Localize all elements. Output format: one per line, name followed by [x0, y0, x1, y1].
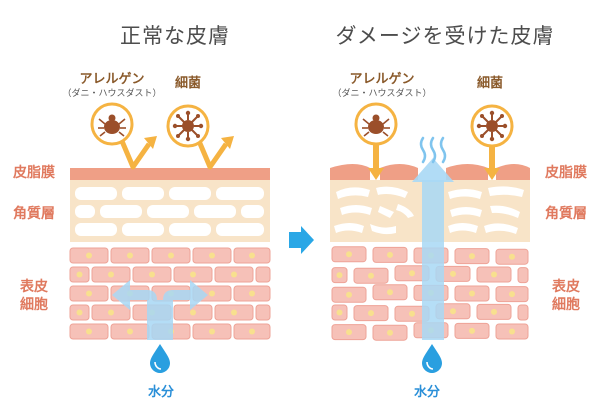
allergen-sub-label-left: （ダニ・ハウスダスト） — [62, 89, 162, 99]
cell-nucleus — [346, 291, 352, 298]
cell-nucleus — [231, 309, 237, 316]
cell-nucleus — [108, 271, 114, 278]
bacteria-icon-right — [470, 104, 514, 148]
sebum-layer-left — [70, 168, 270, 180]
water-label-right: 水分 — [414, 385, 441, 400]
cell-nucleus — [190, 309, 196, 316]
stratum-label-right: 角質層 — [545, 206, 587, 222]
cell-nucleus — [209, 252, 215, 259]
cell-nucleus — [509, 291, 515, 298]
cell-nucleus — [509, 328, 515, 335]
epidermis-label-left: 表皮 細胞 — [20, 279, 48, 313]
cell-nucleus — [249, 252, 255, 259]
sebum-label-left: 皮脂膜 — [13, 165, 55, 181]
epidermis-cell — [255, 266, 271, 283]
allergen-label-right: アレルゲン — [349, 72, 415, 87]
arrow-right-icon — [289, 226, 314, 254]
cell-nucleus — [469, 253, 475, 260]
cell-nucleus — [469, 290, 475, 297]
allergen-label-left: アレルゲン — [79, 72, 145, 87]
cell-nucleus — [76, 309, 83, 316]
title-normal-skin: 正常な皮膚 — [120, 24, 230, 48]
corneocytes-left — [75, 187, 264, 236]
damaged-skin-diagram — [330, 102, 530, 374]
cell-nucleus — [249, 290, 255, 297]
bacteria-icon-left — [166, 104, 210, 148]
cell-nucleus — [127, 328, 133, 335]
cell-nucleus — [346, 329, 352, 336]
reflect-arrow-bacteria — [193, 133, 234, 170]
sebum-label-right: 皮脂膜 — [545, 165, 587, 181]
reflect-arrow-allergen — [116, 133, 157, 170]
epidermis-cell — [255, 304, 271, 321]
cell-nucleus — [409, 270, 415, 277]
water-drop-icon-left — [149, 343, 171, 374]
penetrate-arrow-allergen — [368, 142, 384, 180]
cell-nucleus — [368, 310, 374, 317]
cell-nucleus — [168, 252, 174, 259]
cell-nucleus — [336, 272, 343, 279]
cell-nucleus — [346, 251, 352, 258]
cell-nucleus — [491, 308, 497, 315]
bacteria-label-right: 細菌 — [476, 76, 503, 91]
mite-icon-right — [354, 102, 398, 146]
water-retention-arrows — [112, 280, 208, 340]
cell-nucleus — [86, 290, 92, 297]
cell-nucleus — [387, 251, 393, 258]
cell-nucleus — [190, 271, 196, 278]
broken-sebum-layer — [330, 164, 530, 180]
cell-nucleus — [336, 309, 343, 316]
cell-nucleus — [491, 271, 497, 278]
cell-nucleus — [209, 290, 215, 297]
mite-icon-left — [90, 102, 134, 146]
cell-nucleus — [450, 270, 456, 277]
epidermis-cell — [517, 267, 529, 284]
cell-nucleus — [387, 329, 393, 336]
epidermis-label-right: 表皮 細胞 — [552, 279, 580, 313]
stratum-label-left: 角質層 — [13, 206, 55, 222]
cell-nucleus — [149, 271, 155, 278]
cell-nucleus — [249, 328, 255, 335]
water-label-left: 水分 — [148, 385, 175, 400]
water-loss-arrow — [412, 158, 454, 340]
title-damaged-skin: ダメージを受けた皮膚 — [335, 24, 555, 48]
bacteria-label-left: 細菌 — [174, 76, 201, 91]
cell-nucleus — [231, 271, 237, 278]
normal-skin-diagram — [69, 102, 271, 374]
cell-nucleus — [127, 252, 133, 259]
epidermis-cell — [517, 304, 529, 321]
penetrate-arrow-bacteria — [484, 142, 500, 180]
cell-nucleus — [450, 308, 456, 315]
cell-nucleus — [469, 327, 475, 334]
cell-nucleus — [76, 271, 83, 278]
cell-nucleus — [509, 253, 515, 260]
allergen-sub-label-right: （ダニ・ハウスダスト） — [332, 89, 432, 99]
water-drop-icon-right — [421, 343, 443, 374]
cell-nucleus — [368, 272, 374, 279]
cell-nucleus — [86, 252, 92, 259]
steam-icon — [419, 136, 447, 164]
cell-nucleus — [409, 310, 415, 317]
cell-nucleus — [108, 309, 114, 316]
cell-nucleus — [209, 328, 215, 335]
corneocytes-right-scattered — [334, 186, 524, 235]
cell-nucleus — [86, 328, 92, 335]
cell-nucleus — [387, 289, 393, 296]
